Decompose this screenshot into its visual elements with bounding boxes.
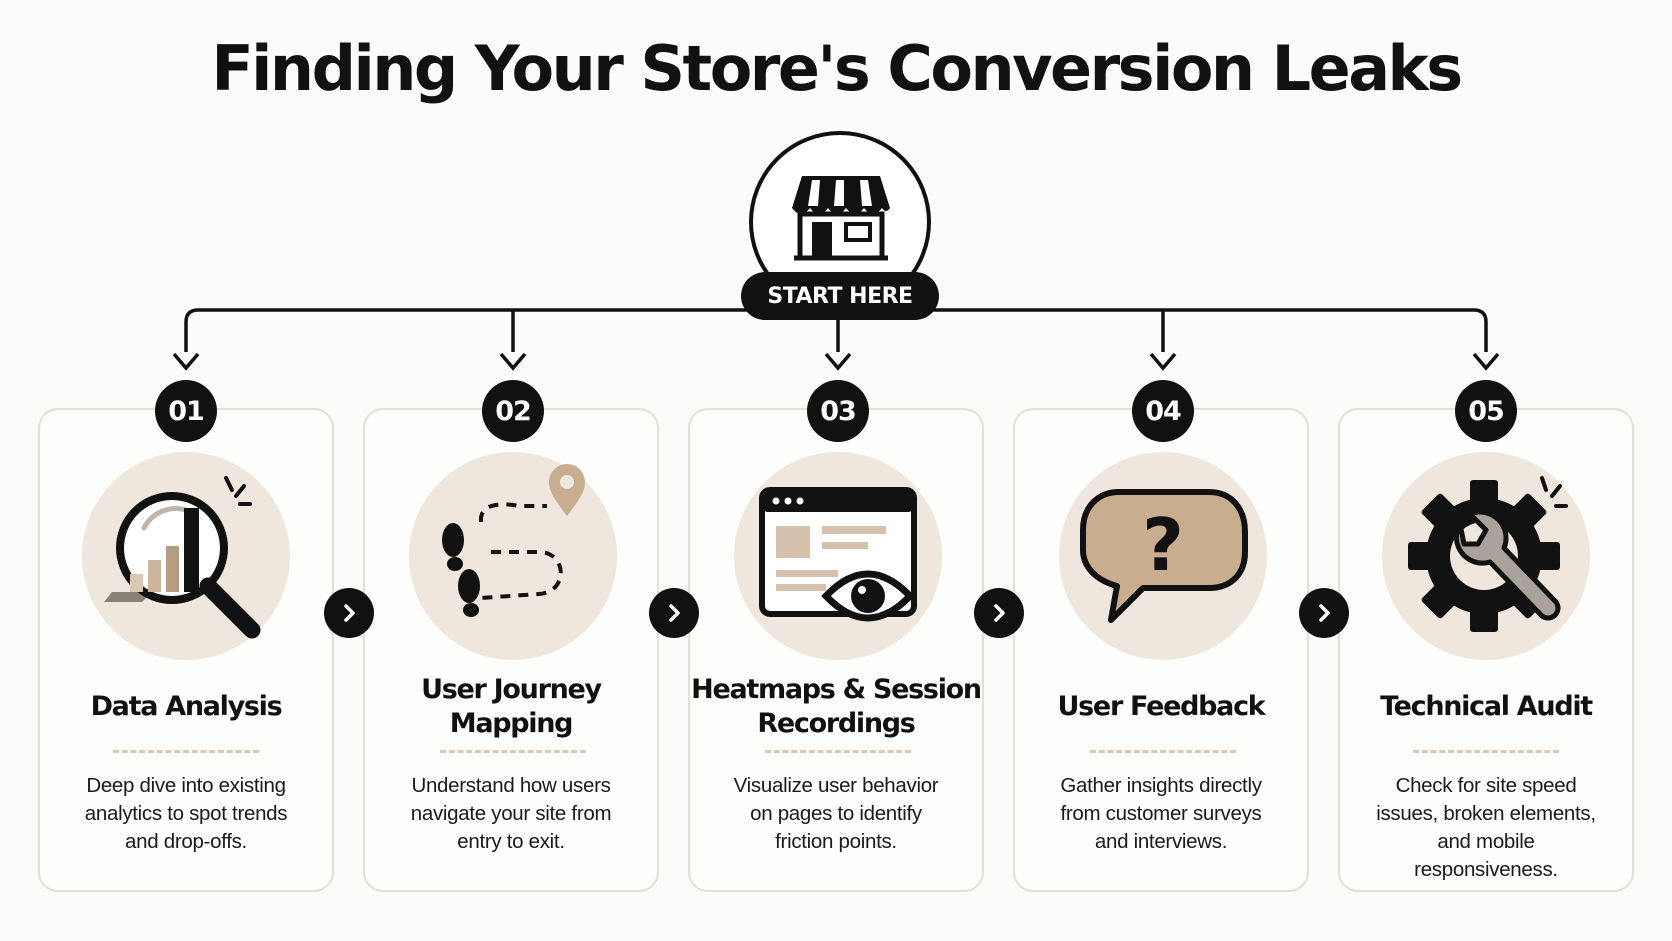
start-here-label: START HERE (741, 272, 939, 320)
next-step-arrow (1299, 588, 1349, 638)
step-description: Check for site speed issues, broken elem… (1376, 774, 1596, 881)
step-title: User Journey Mapping (421, 674, 602, 739)
step-number-badge: 04 (1132, 380, 1194, 442)
step-description: Deep dive into existing analytics to spo… (84, 774, 288, 853)
dashed-divider (113, 750, 259, 753)
step-number-badge: 03 (807, 380, 869, 442)
dashed-divider (765, 750, 911, 753)
step-title: Technical Audit (1380, 691, 1593, 722)
step-description: Gather insights directly from customer s… (1060, 774, 1262, 853)
next-step-arrow (649, 588, 699, 638)
browser-eye-icon (759, 487, 917, 622)
step-title: Data Analysis (90, 691, 283, 722)
dashed-divider (1413, 750, 1559, 753)
step-number-badge: 02 (482, 380, 544, 442)
chevron-right-icon (994, 604, 1005, 622)
step-title: Heatmaps & Session Recordings (691, 674, 982, 739)
step-description: Visualize user behavior on pages to iden… (733, 774, 939, 853)
step-description: Understand how users navigate your site … (410, 774, 612, 853)
footprints-path-icon (442, 464, 585, 617)
svg-text:?: ? (1142, 503, 1184, 587)
magnifier-bar-chart-icon (104, 476, 261, 639)
dashed-divider (440, 750, 586, 753)
chevron-right-icon (344, 604, 355, 622)
store-icon (792, 176, 890, 261)
chevron-right-icon (669, 604, 680, 622)
dashed-divider (1090, 750, 1236, 753)
page-title: Finding Your Store's Conversion Leaks (211, 32, 1463, 105)
next-step-arrow (324, 588, 374, 638)
step-title: User Feedback (1057, 691, 1266, 722)
gear-wrench-icon (1408, 476, 1568, 632)
step-number-badge: 01 (155, 380, 217, 442)
next-step-arrow (974, 588, 1024, 638)
question-speech-bubble-icon: ? (1080, 489, 1248, 623)
chevron-right-icon (1319, 604, 1330, 622)
step-number-badge: 05 (1455, 380, 1517, 442)
